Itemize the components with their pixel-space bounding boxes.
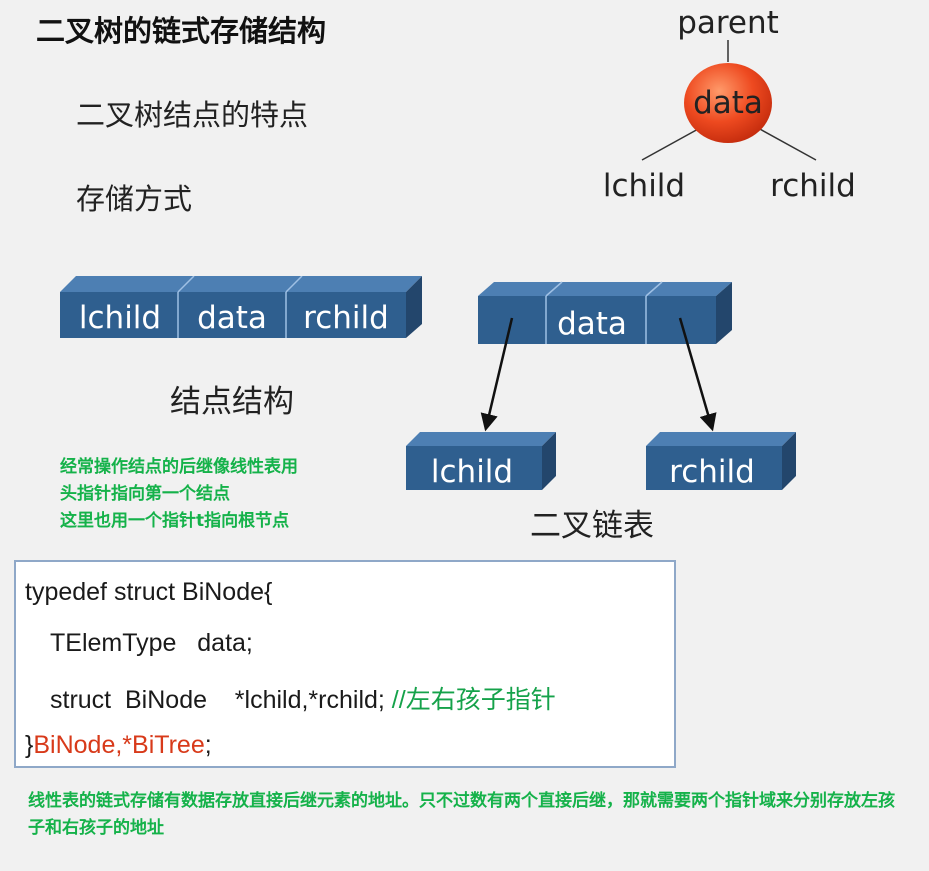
- cell-data: data: [197, 300, 267, 336]
- left-pointer-arrow: [480, 317, 514, 432]
- note-linked-storage: 线性表的链式存储有数据存放直接后继元素的地址。只不过数有两个直接后继，那就需要两…: [28, 791, 895, 838]
- cell-rchild: rchild: [303, 300, 389, 336]
- note-line: 这里也用一个指针t指向根节点: [60, 511, 290, 531]
- tree-lchild-label: lchild: [603, 168, 685, 204]
- data-node-circle: [684, 63, 772, 143]
- right-child-cell: rchild: [669, 454, 755, 490]
- tree-rchild-label: rchild: [770, 168, 856, 204]
- cell-lchild: lchild: [79, 300, 161, 336]
- code-block: typedef struct BiNode{ TElemType data; s…: [14, 560, 676, 768]
- note-head-pointer: 经常操作结点的后继像线性表用 头指针指向第一个结点 这里也用一个指针t指向根节点: [60, 454, 298, 535]
- bullet-storage-method: 存储方式: [76, 182, 193, 216]
- page-title: 二叉树的链式存储结构: [36, 14, 327, 48]
- binary-linked-list-caption: 二叉链表: [530, 508, 654, 544]
- code-semicolon: ;: [204, 731, 212, 759]
- code-line-3: struct BiNode *lchild,*rchild; //左右孩子指针: [50, 680, 556, 716]
- code-line-3-code: struct BiNode *lchild,*rchild;: [50, 686, 392, 714]
- right-pointer-arrow: [678, 317, 717, 432]
- node-structure-box: lchild data rchild: [60, 276, 422, 338]
- note-line: 经常操作结点的后继像线性表用: [60, 457, 298, 477]
- code-closing-brace: }: [25, 731, 34, 759]
- code-line-4: }BiNode,*BiTree;: [25, 731, 212, 760]
- left-edge: [641, 127, 701, 161]
- right-edge: [757, 127, 817, 161]
- code-line-2: TElemType data;: [50, 629, 253, 657]
- node-structure-caption: 结点结构: [170, 384, 294, 420]
- tree-node-illustration: data parent lchild rchild: [603, 5, 856, 204]
- binary-linked-list-diagram: data lchild rchild: [406, 281, 796, 490]
- root-data-cell: data: [557, 306, 627, 342]
- code-type-names: BiNode,*BiTree: [33, 731, 205, 759]
- tree-parent-label: parent: [677, 5, 779, 41]
- left-child-cell: lchild: [431, 454, 513, 490]
- tree-center-label: data: [693, 85, 763, 121]
- code-comment: //左右孩子指针: [391, 686, 556, 714]
- bullet-node-features: 二叉树结点的特点: [76, 98, 309, 132]
- code-line-1: typedef struct BiNode{: [25, 578, 273, 606]
- note-line: 头指针指向第一个结点: [60, 484, 230, 504]
